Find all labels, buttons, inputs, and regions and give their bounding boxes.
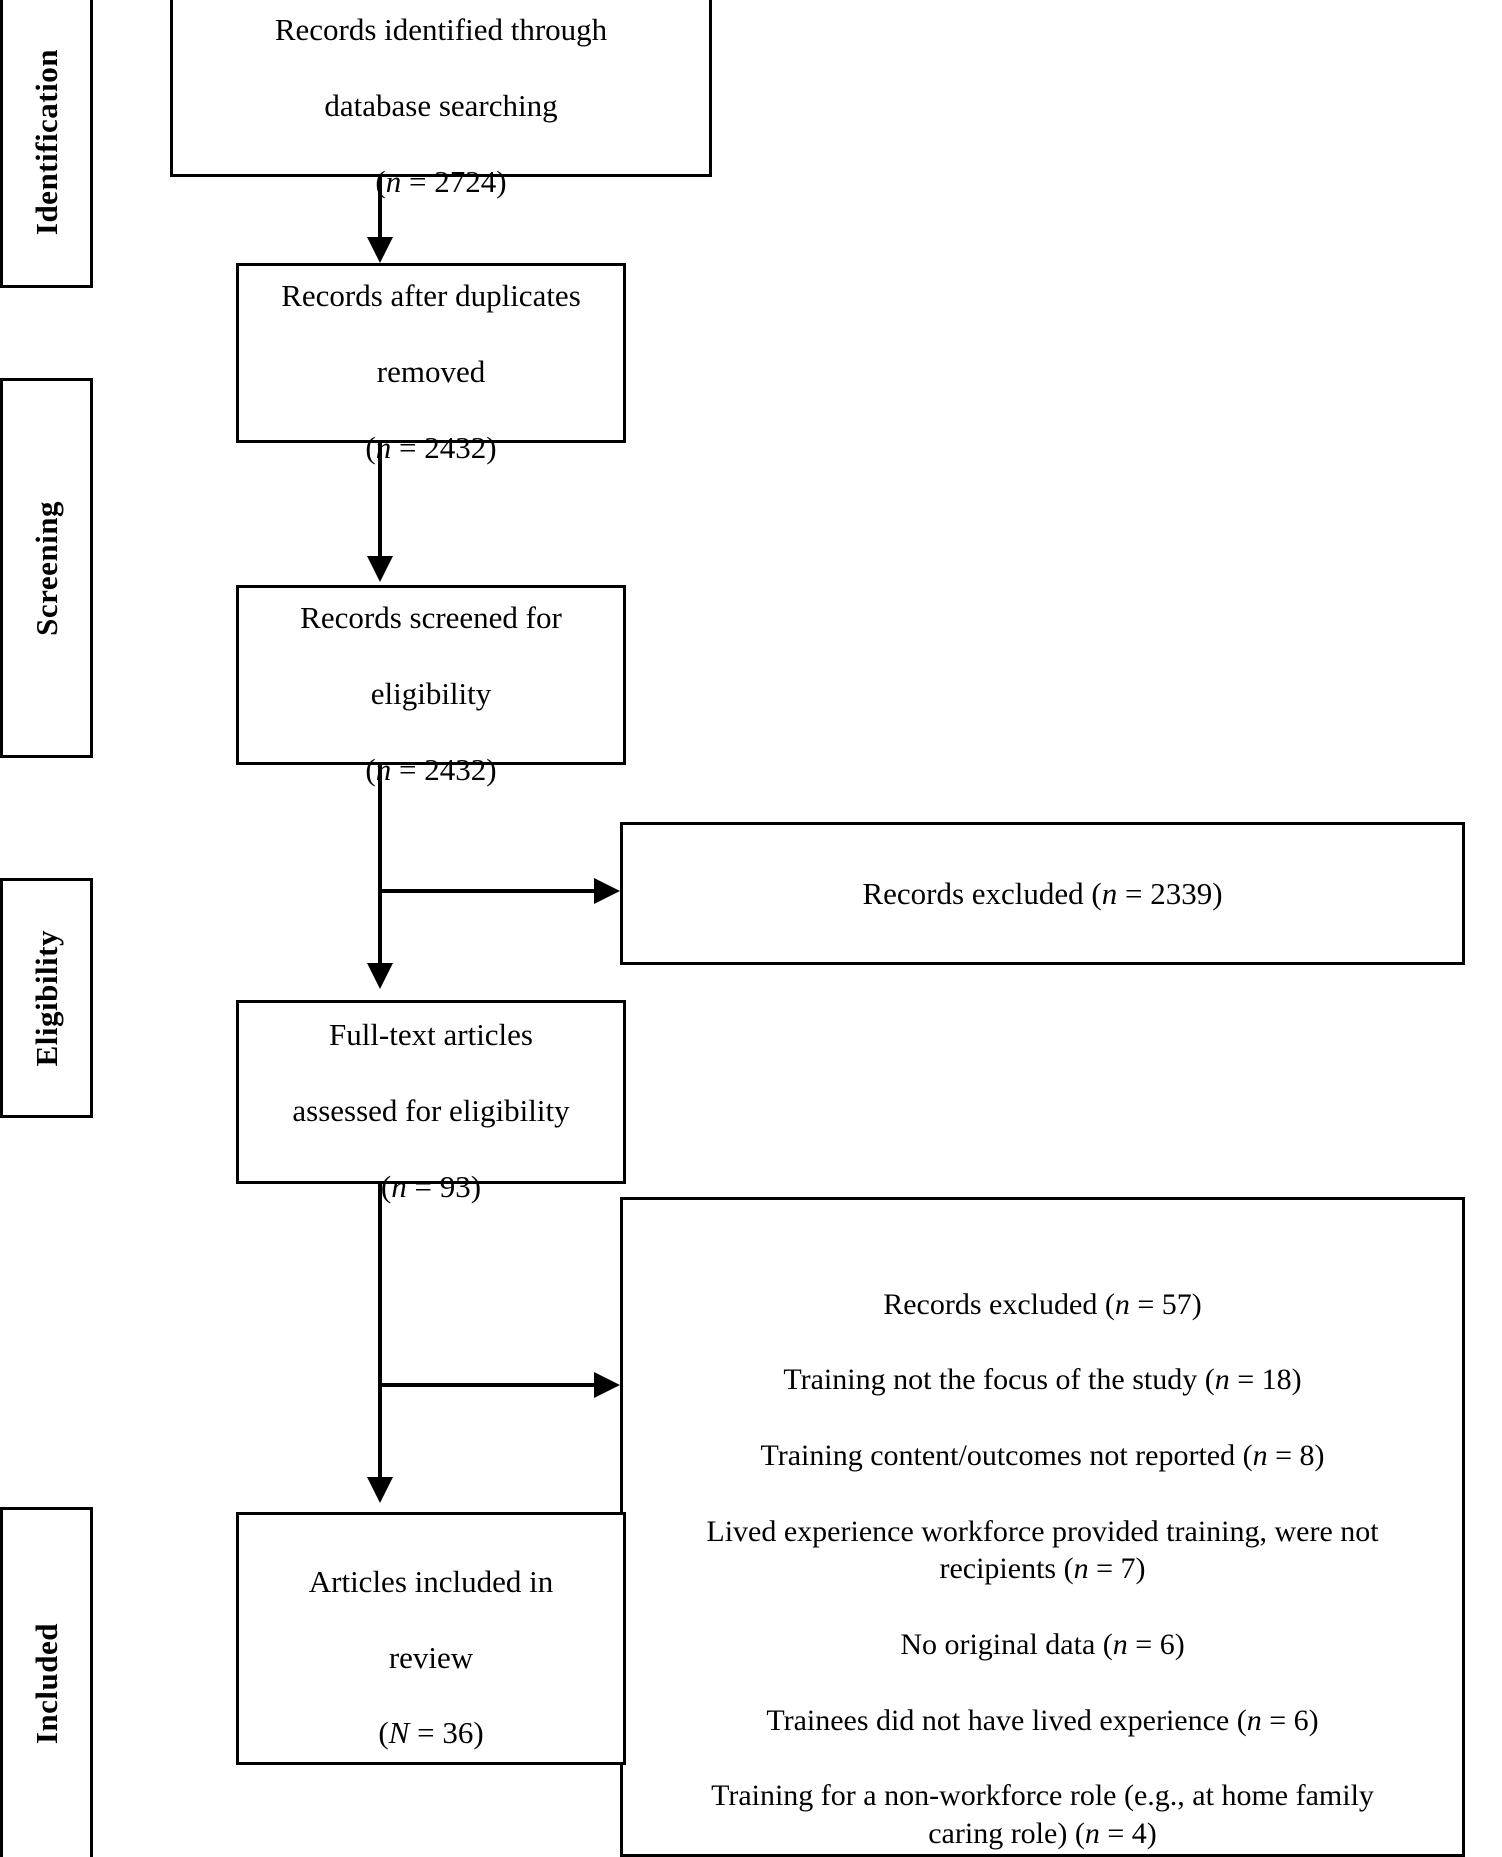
exclusion-reason-4: No original data (n = 6) xyxy=(900,1627,1185,1661)
exclusion-reason-5: Trainees did not have lived experience (… xyxy=(766,1703,1319,1737)
stage-label-included-text: Included xyxy=(29,1622,64,1745)
box-records-screened-line2: eligibility xyxy=(370,676,492,711)
exclusion-reason-2: Training content/outcomes not reported (… xyxy=(760,1438,1325,1472)
connector-identified-to-duplicates xyxy=(378,177,382,239)
box-records-excluded-fulltext-text: Records excluded (n = 57) Training not t… xyxy=(623,1200,1462,1857)
arrowhead-screened-to-fulltext xyxy=(367,963,393,989)
box-records-after-duplicates-text: Records after duplicates removed (n = 24… xyxy=(271,240,591,467)
stage-label-identification: Identification xyxy=(0,0,93,288)
arrowhead-duplicates-to-screened xyxy=(367,556,393,582)
arrowhead-fulltext-to-exclusion-list xyxy=(594,1372,620,1398)
box-fulltext-assessed-line1: Full-text articles xyxy=(328,1017,533,1053)
box-articles-included: Articles included in review (N = 36) xyxy=(236,1512,626,1765)
box-records-identified: Records identified through database sear… xyxy=(170,0,712,199)
box-records-screened-line1: Records screened for xyxy=(300,600,562,636)
box-records-after-duplicates: Records after duplicates removed (n = 24… xyxy=(236,263,626,465)
arrowhead-identified-to-duplicates xyxy=(367,237,393,263)
stage-label-identification-text: Identification xyxy=(29,49,64,236)
box-records-identified-line2: database searching xyxy=(324,88,558,123)
box-records-screened-count: (n = 2432) xyxy=(365,751,497,787)
connector-duplicates-to-screened xyxy=(378,443,382,558)
box-records-identified-line1: Records identified through xyxy=(274,12,608,48)
connector-screened-to-fulltext xyxy=(378,765,382,965)
box-records-screened: Records screened for eligibility (n = 24… xyxy=(236,585,626,787)
exclusion-reason-0: Records excluded (n = 57) xyxy=(883,1287,1202,1321)
box-records-excluded-screening: Records excluded (n = 2339) xyxy=(620,822,1465,965)
box-records-screened-text: Records screened for eligibility (n = 24… xyxy=(290,562,572,789)
box-fulltext-assessed-text: Full-text articles assessed for eligibil… xyxy=(282,979,579,1206)
stage-label-included: Included xyxy=(0,1507,93,1857)
box-records-identified-text: Records identified through database sear… xyxy=(265,0,617,200)
box-articles-included-text: Articles included in review (N = 36) xyxy=(299,1525,564,1752)
box-records-identified-count: (n = 2724) xyxy=(375,163,507,199)
box-articles-included-line2: review xyxy=(388,1639,474,1675)
exclusion-reason-3: Lived experience workforce provided trai… xyxy=(706,1514,1379,1586)
stage-label-eligibility: Eligibility xyxy=(0,878,93,1118)
box-records-after-duplicates-line1: Records after duplicates xyxy=(281,278,581,314)
exclusion-reason-1: Training not the focus of the study (n =… xyxy=(783,1363,1302,1397)
box-fulltext-assessed-count: (n = 93) xyxy=(380,1168,482,1204)
exclusion-reason-6: Training for a non-workforce role (e.g.,… xyxy=(711,1779,1374,1850)
box-articles-included-count: (N = 36) xyxy=(378,1715,484,1751)
box-records-after-duplicates-line2: removed xyxy=(376,354,486,389)
arrowhead-fulltext-to-included xyxy=(367,1477,393,1503)
box-records-excluded-screening-text: Records excluded (n = 2339) xyxy=(862,875,1223,911)
arrowhead-screened-to-excluded xyxy=(594,878,620,904)
box-records-excluded-fulltext: Records excluded (n = 57) Training not t… xyxy=(620,1197,1465,1857)
stage-label-screening-text: Screening xyxy=(29,500,64,636)
box-records-after-duplicates-count: (n = 2432) xyxy=(365,429,497,465)
stage-label-screening: Screening xyxy=(0,378,93,758)
connector-fulltext-to-included xyxy=(378,1184,382,1479)
connector-screened-to-excluded xyxy=(378,889,596,893)
box-fulltext-assessed: Full-text articles assessed for eligibil… xyxy=(236,1000,626,1204)
box-fulltext-assessed-line2: assessed for eligibility xyxy=(292,1093,570,1128)
box-articles-included-line1: Articles included in xyxy=(308,1563,554,1599)
stage-label-eligibility-text: Eligibility xyxy=(29,929,64,1067)
connector-fulltext-to-exclusion-list xyxy=(378,1383,596,1387)
